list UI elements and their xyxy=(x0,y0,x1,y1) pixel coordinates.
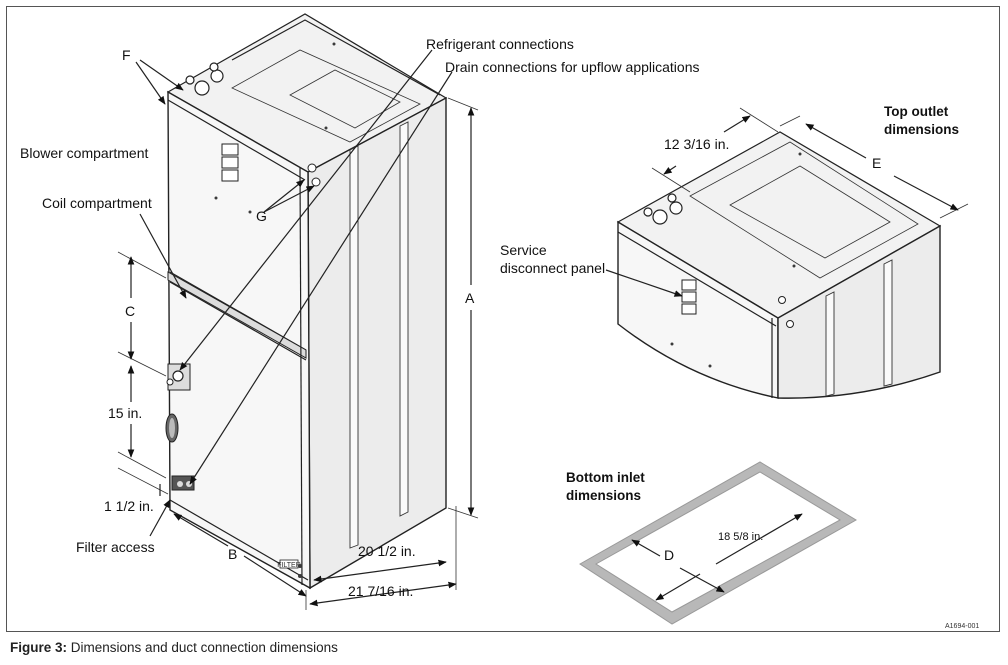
bottom-inlet-detail xyxy=(579,461,857,625)
label-g: G xyxy=(256,208,267,224)
label-top-outlet-line1: Top outlet xyxy=(884,104,949,119)
label-21-7-16-in: 21 7/16 in. xyxy=(348,583,413,599)
figure-caption: Figure 3: Dimensions and duct connection… xyxy=(10,640,338,655)
label-15-in: 15 in. xyxy=(108,405,142,421)
label-bottom-inlet-line2: dimensions xyxy=(566,488,641,503)
label-a: A xyxy=(465,290,475,306)
label-service-line1: Service xyxy=(500,242,547,258)
diagram-canvas: FILTER xyxy=(20,13,979,630)
label-drain-connections: Drain connections for upflow application… xyxy=(445,59,699,75)
label-c: C xyxy=(125,303,135,319)
label-service-line2: disconnect panel xyxy=(500,260,605,276)
art-id: A1694-001 xyxy=(945,623,979,630)
label-coil-compartment: Coil compartment xyxy=(42,195,152,211)
filter-tag: FILTER xyxy=(277,562,301,569)
label-refrigerant-connections: Refrigerant connections xyxy=(426,36,574,52)
label-filter-access: Filter access xyxy=(76,539,155,555)
label-18-5-8-in: 18 5/8 in. xyxy=(718,531,763,543)
top-outlet-detail xyxy=(605,107,969,399)
label-blower-compartment: Blower compartment xyxy=(20,145,148,161)
figure-number: Figure 3: xyxy=(10,640,68,655)
label-bottom-inlet-line1: Bottom inlet xyxy=(566,470,645,485)
label-12-3-16-in: 12 3/16 in. xyxy=(664,136,729,152)
figure-frame xyxy=(6,6,1000,632)
label-20-1-2-in: 20 1/2 in. xyxy=(358,543,416,559)
label-f: F xyxy=(122,47,131,63)
label-b: B xyxy=(228,546,237,562)
air-handler-main-unit: FILTER xyxy=(165,13,448,590)
label-top-outlet-line2: dimensions xyxy=(884,122,959,137)
label-d: D xyxy=(664,547,674,563)
label-e: E xyxy=(872,155,881,171)
main-unit-callouts xyxy=(117,49,479,610)
label-1-1-2-in: 1 1/2 in. xyxy=(104,498,154,514)
figure-caption-text: Dimensions and duct connection dimension… xyxy=(70,640,338,655)
